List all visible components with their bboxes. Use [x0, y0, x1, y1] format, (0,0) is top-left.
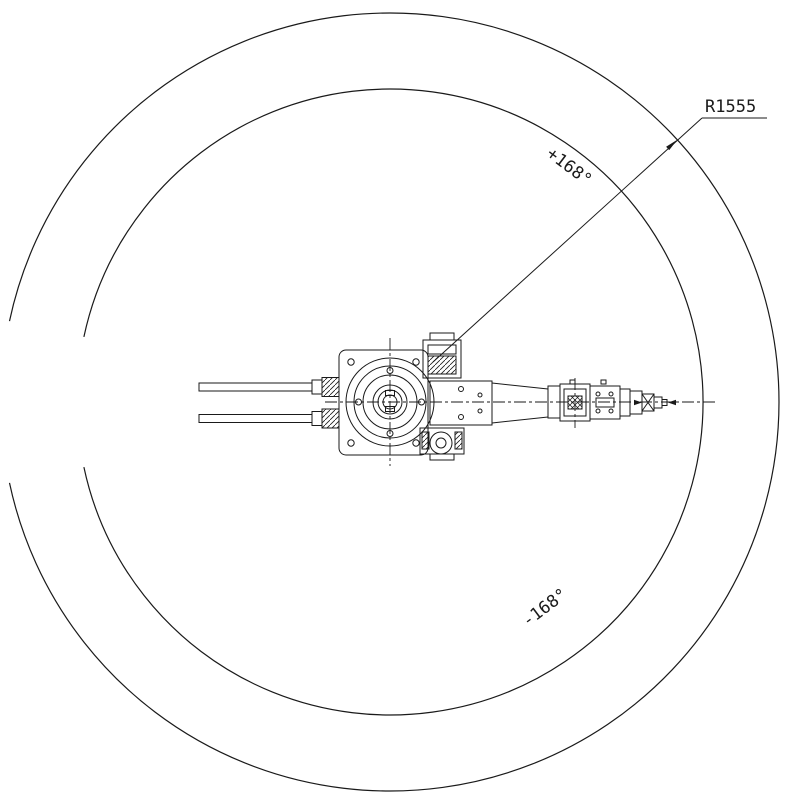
bolt-hole-circle — [347, 439, 355, 447]
hub-circle — [362, 374, 418, 430]
bottom-attachment-bore-inner — [435, 437, 447, 449]
base-plate-outline — [338, 349, 429, 456]
hub-key-notch — [385, 406, 395, 412]
bolt-hole-circle — [347, 358, 355, 366]
tip-dim-right-arrow-icon — [668, 399, 676, 406]
bottom-attachment-foot — [429, 453, 455, 461]
flange-ring — [619, 388, 631, 417]
hub-circle — [353, 365, 427, 439]
wrist-block-a-hatched — [567, 395, 583, 410]
bottom-attachment-hatched — [454, 431, 463, 450]
positive-angle-label: +168° — [543, 144, 596, 191]
tip-dim-left-arrow-icon — [634, 399, 642, 406]
wrist-bolt-circle — [595, 408, 601, 414]
arm-bolt-circle — [458, 414, 464, 420]
bolt-hole-circle — [412, 439, 420, 447]
radius-arrow-icon — [666, 139, 678, 151]
wrist-bolt-circle — [608, 408, 614, 414]
hub-bolt-circle — [418, 398, 425, 406]
tip-nub — [661, 399, 668, 406]
hub-key-notch — [385, 390, 395, 396]
hub-circle-outer — [345, 357, 435, 447]
tip-cap — [653, 396, 663, 409]
bottom-attachment — [419, 427, 465, 461]
tip-dimension — [634, 399, 676, 406]
arm-bolt-circle — [458, 386, 464, 392]
arm-bolt-circle — [477, 408, 483, 414]
arm-bolt-circle — [477, 392, 483, 398]
wrist-block-a-inner — [563, 388, 587, 417]
hub-bolt-circle — [386, 430, 394, 437]
negative-angle-label: -168° — [519, 585, 572, 632]
radius-dimension: R1555 — [432, 97, 767, 363]
rotation-hub — [345, 357, 435, 447]
wrist-block-b — [589, 385, 621, 420]
bolt-hole-circle — [412, 358, 420, 366]
fork-cap-lower — [311, 411, 323, 426]
top-attachment — [422, 332, 462, 379]
wrist-bolt-circle — [608, 391, 614, 397]
wrist-mark — [600, 379, 607, 385]
tip-connector-cross — [641, 393, 655, 412]
inner-rotation-arc — [83, 88, 704, 716]
wrist-bolt-circle — [595, 391, 601, 397]
hub-bolt-circle — [386, 367, 394, 374]
end-flange — [619, 388, 668, 417]
top-attachment-step — [429, 332, 455, 341]
arm — [429, 380, 561, 426]
wrist-slot — [595, 397, 615, 408]
hub-circle — [372, 384, 408, 420]
top-attachment-slot — [427, 344, 457, 355]
fork-bars — [198, 377, 340, 429]
fork-bar-upper — [198, 382, 313, 392]
outer-rotation-arc — [8, 12, 780, 792]
fork-bar-lower — [198, 414, 313, 423]
top-attachment-body — [422, 339, 462, 379]
radius-leader-line — [432, 117, 703, 363]
robot-top-view — [198, 332, 668, 461]
bottom-attachment-hatched — [421, 431, 430, 450]
base-plate — [338, 349, 429, 456]
wrist-assembly — [559, 379, 621, 422]
top-attachment-hatched — [427, 355, 457, 375]
fork-cap-upper — [311, 379, 323, 395]
radius-label: R1555 — [705, 97, 756, 117]
fork-coupler-lower — [321, 408, 340, 429]
wrist-mark — [569, 379, 576, 385]
arm-taper — [491, 382, 549, 424]
hub-bolt-circle — [355, 398, 362, 406]
arm-housing — [429, 380, 493, 426]
fork-coupler-upper — [321, 377, 340, 397]
bottom-attachment-bore — [429, 431, 453, 455]
